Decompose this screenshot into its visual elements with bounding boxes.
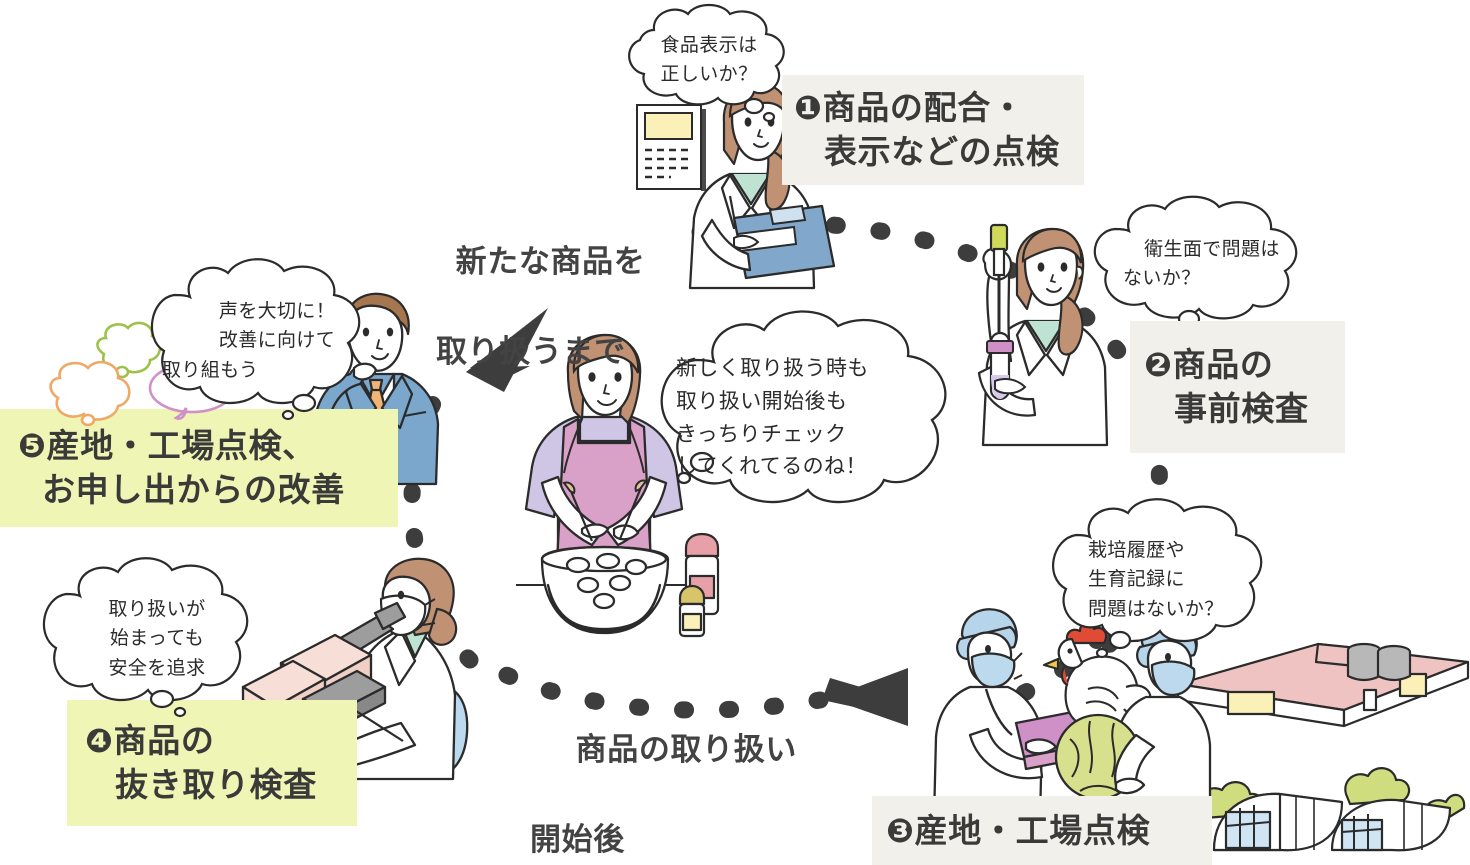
step-1-text-line-1: 商品の配合・	[822, 88, 1025, 128]
step-4-text-line-1: 商品の	[113, 721, 215, 761]
flow-label-after-line-2: 開始後	[530, 821, 625, 858]
step-1-number: ❶	[794, 88, 823, 128]
step-2-text-line-2: 事前検査	[1174, 389, 1309, 428]
step-5-label[interactable]: ❺産地・工場点検、 お申し出からの改善	[0, 409, 398, 527]
bubble-step-5: 声を大切に！ 改善に向けて 取り組もう	[150, 255, 382, 427]
step-1-label[interactable]: ❶商品の配合・ 表示などの点検	[782, 75, 1084, 185]
step-5-text-line-2: お申し出からの改善	[42, 470, 345, 509]
step-3-number: ❸	[886, 810, 915, 850]
step-4-number: ❹	[85, 721, 114, 761]
bubble-center-customer: 新しく取り扱う時も 取り扱い開始後も きっちりチェック してくれてるのね！	[660, 310, 982, 525]
step-4-text-line-2: 抜き取り検査	[115, 765, 317, 804]
illustration-farm-inspectors	[932, 608, 1212, 822]
step-2-text-line-1: 商品の	[1172, 345, 1274, 385]
step-5-text-line-1: 産地・工場点検、	[46, 426, 316, 466]
flow-label-before: 新たな商品を 取り扱うまで	[410, 195, 645, 465]
step-2-label[interactable]: ❷商品の 事前検査	[1130, 321, 1345, 453]
document-icon	[636, 104, 706, 191]
step-4-label[interactable]: ❹商品の 抜き取り検査	[67, 700, 357, 826]
illustration-seasoning-shakers	[678, 532, 720, 638]
illustration-greenhouses	[1198, 767, 1466, 852]
step-1-text-line-2: 表示などの点検	[824, 132, 1060, 171]
step-3-text-line-1: 産地・工場点検	[914, 810, 1151, 850]
bubble-step-3: 栽培履歴や 生育記録に 問題はないか？	[1052, 497, 1284, 663]
step-2-number: ❷	[1144, 345, 1173, 385]
bubble-step-1: 食品表示は 正しいか？	[614, 3, 804, 123]
step-3-label[interactable]: ❸産地・工場点検	[872, 796, 1212, 865]
decorative-bubble-green	[96, 321, 162, 379]
illustration-homemaker-cooking	[524, 333, 684, 635]
illustration-poultry-house	[1176, 642, 1470, 728]
illustration-lab-technician-pipette	[977, 223, 1109, 447]
flow-label-after: 商品の取り扱い 開始後	[530, 683, 797, 865]
flow-label-after-line-1: 商品の取り扱い	[575, 731, 797, 768]
step-5-number: ❺	[18, 426, 47, 466]
decorative-bubble-orange	[49, 360, 131, 427]
illustration-inspector-clipboard	[688, 82, 836, 290]
flow-label-before-line-1: 新たな商品を	[455, 243, 646, 280]
flow-label-before-line-2: 取り扱うまで	[436, 333, 626, 370]
bubble-step-4: 取り扱いが 始まっても 安全を追求	[42, 556, 270, 722]
bubble-step-2: 衛生面で問題は ないか？	[1093, 195, 1319, 335]
